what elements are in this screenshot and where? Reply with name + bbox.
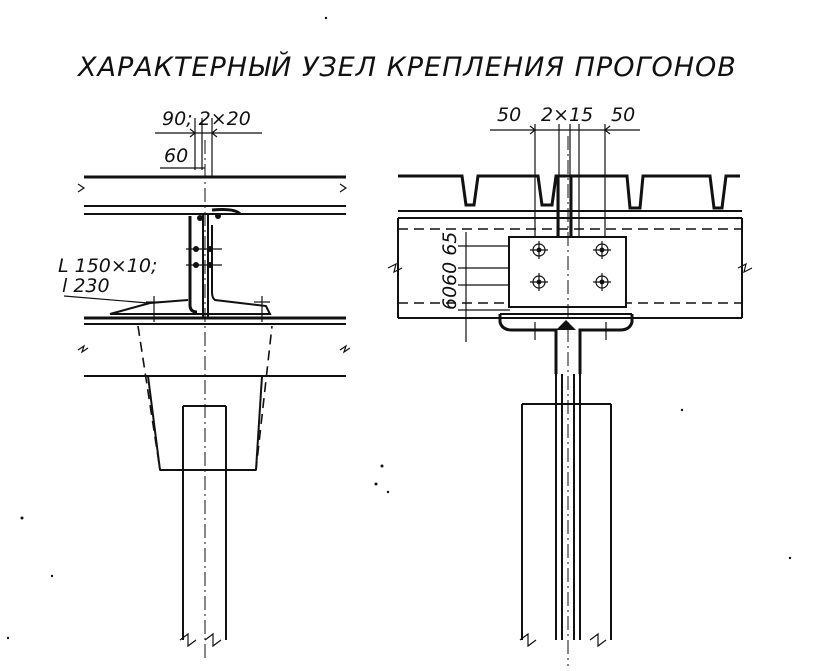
right-column: [519, 374, 612, 648]
left-column: [179, 405, 227, 648]
right-dimension-lines: [490, 124, 640, 240]
right-gusset-plate: [508, 236, 627, 308]
right-dim-left-label: 50: [497, 104, 521, 126]
right-connection-web: [556, 176, 573, 237]
left-node: 90; 2×20 60: [58, 108, 351, 662]
right-dim-mid-label: 2×15: [541, 104, 593, 126]
left-column-cap: [137, 325, 273, 471]
right-dim-vertical-upper-label: 60 65: [439, 232, 461, 286]
right-dim-right-label: 50: [611, 104, 635, 126]
left-dim-top-label: 90; 2×20: [162, 108, 251, 130]
right-node: 50 2×15 50: [387, 104, 753, 666]
angle-leader-line: [63, 295, 149, 304]
left-connection-angle: [109, 208, 272, 322]
angle-label-line2: l 230: [62, 275, 110, 297]
left-upper-purlin: [77, 175, 348, 215]
left-lower-beam: [77, 316, 351, 377]
drawing-title: ХАРАКТЕРНЫЙ УЗЕЛ КРЕПЛЕНИЯ ПРОГОНОВ: [76, 51, 737, 83]
right-dim-vertical-lower-label: 60: [439, 286, 461, 310]
right-purlin: [387, 218, 753, 319]
right-seat-angles: [498, 313, 634, 374]
angle-label-line1: L 150×10;: [58, 255, 157, 277]
scan-specks: [6, 16, 792, 640]
left-dimension-lines: [155, 118, 262, 178]
left-dim-sub-label: 60: [164, 145, 188, 167]
